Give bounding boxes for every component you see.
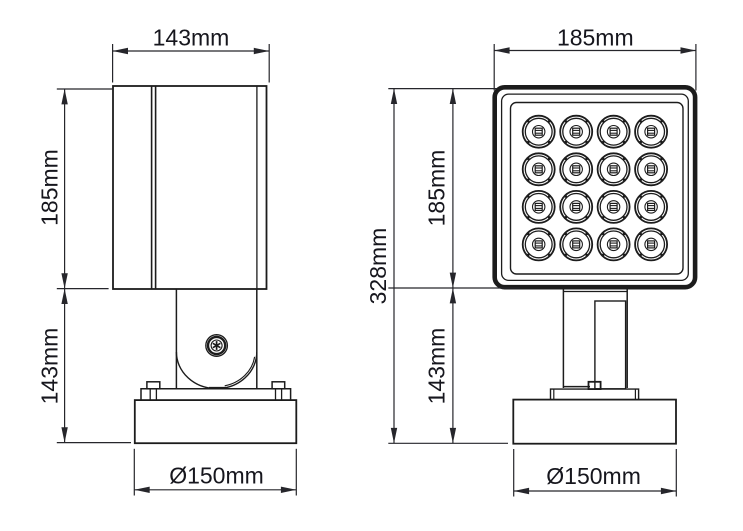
svg-text:143mm: 143mm [153,25,230,51]
svg-text:328mm: 328mm [365,228,391,305]
svg-text:143mm: 143mm [424,328,450,405]
svg-text:143mm: 143mm [37,328,63,405]
svg-text:185mm: 185mm [424,150,450,227]
svg-text:Ø150mm: Ø150mm [169,463,264,489]
svg-text:Ø150mm: Ø150mm [546,463,641,489]
svg-text:185mm: 185mm [557,25,634,51]
svg-text:185mm: 185mm [37,149,63,226]
